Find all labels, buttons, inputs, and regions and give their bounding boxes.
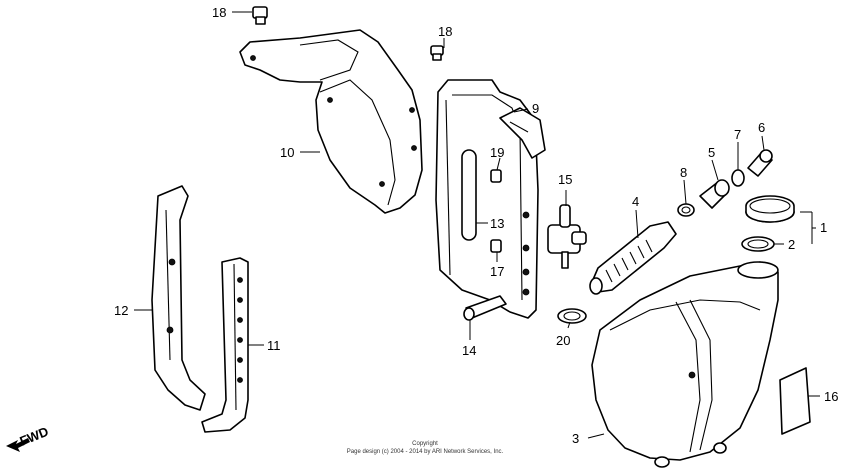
callouts: 1 2 3 4 5 6 7 8 9 10 11 12 13 14 15 16 1… [114, 5, 838, 446]
callout-6: 6 [758, 120, 765, 135]
part-5-joint [699, 179, 730, 209]
callout-18-top: 18 [212, 5, 226, 20]
callout-7: 7 [734, 127, 741, 142]
copyright-line-2: Page design (c) 2004 - 2014 by ARI Netwo… [347, 449, 504, 455]
part-11-strap [201, 257, 249, 433]
callout-13: 13 [490, 216, 504, 231]
callout-9: 9 [532, 101, 539, 116]
callout-8: 8 [680, 165, 687, 180]
callout-1: 1 [820, 220, 827, 235]
part-1-cap [745, 195, 795, 223]
part-15-valve [547, 204, 587, 269]
part-10-cover-bracket [239, 29, 423, 214]
copyright: Copyright Page design (c) 2004 - 2014 by… [347, 441, 504, 455]
callout-2: 2 [788, 237, 795, 252]
fwd-label: FWD [18, 424, 51, 449]
part-8-clip [677, 203, 695, 217]
fwd-arrow-icon [6, 438, 30, 452]
part-20-clamp [557, 308, 587, 324]
callout-14: 14 [462, 343, 476, 358]
part-9-clip [499, 107, 546, 159]
part-18-bolt-left [252, 6, 268, 25]
leader-lines [134, 11, 820, 439]
part-4-hose [589, 221, 677, 295]
callout-5: 5 [708, 145, 715, 160]
part-2-gasket [741, 236, 775, 252]
part-13-frame-bracket [435, 79, 539, 319]
callout-20: 20 [556, 333, 570, 348]
fwd-indicator: FWD [6, 424, 51, 452]
part-14-pin [463, 295, 507, 321]
callout-12: 12 [114, 303, 128, 318]
callout-15: 15 [558, 172, 572, 187]
part-16-label [779, 367, 811, 435]
callout-11: 11 [267, 338, 281, 353]
part-6-screw [747, 149, 773, 177]
callout-10: 10 [280, 145, 294, 160]
callout-18-mid: 18 [438, 24, 452, 39]
part-7-washer [731, 169, 745, 187]
part-12-strap [151, 185, 206, 411]
callout-3: 3 [572, 431, 579, 446]
callout-17: 17 [490, 264, 504, 279]
callout-4: 4 [632, 194, 639, 209]
part-17-bolt [490, 239, 502, 253]
part-18-bolt-mid [430, 45, 444, 61]
callout-16: 16 [824, 389, 838, 404]
callout-19: 19 [490, 145, 504, 160]
copyright-line-1: Copyright [412, 441, 438, 447]
part-19-bolt [490, 169, 502, 183]
part-3-tank [591, 261, 779, 468]
